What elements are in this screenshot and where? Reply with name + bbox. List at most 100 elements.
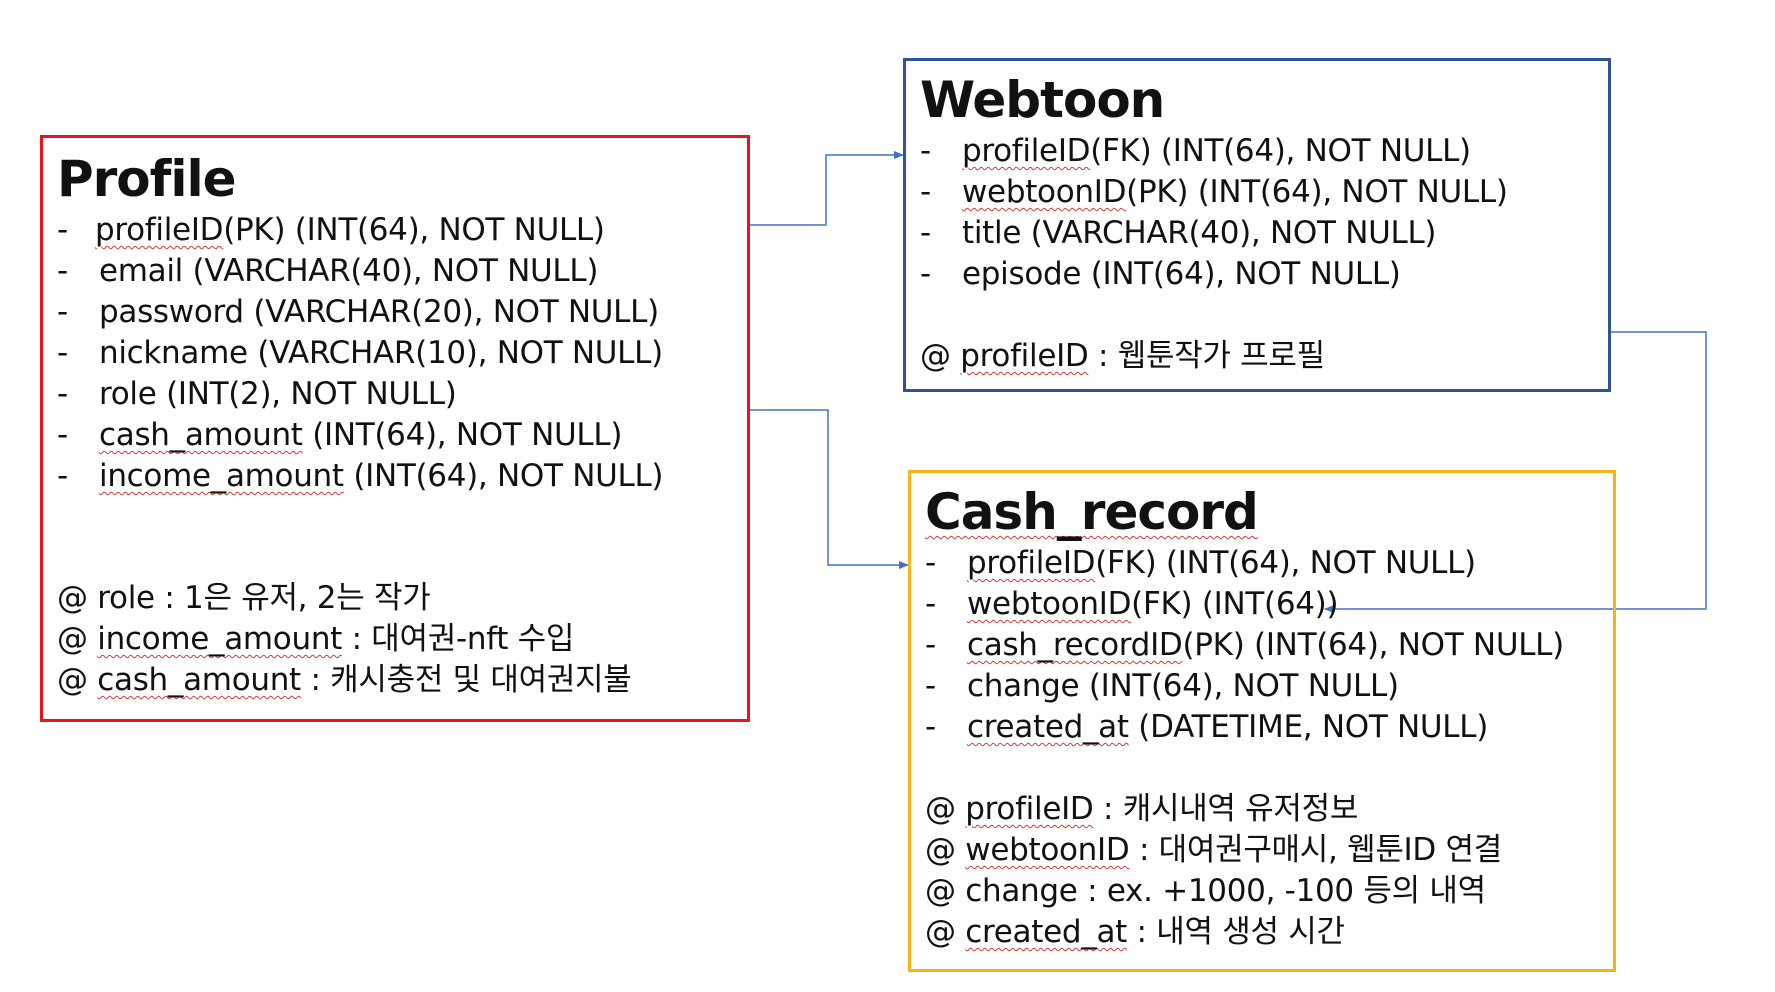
bullet-dash: - — [920, 133, 931, 169]
field-type: (DATETIME, NOT NULL) — [1128, 709, 1489, 745]
profile-field-row: - income_amount (INT(64), NOT NULL) — [57, 461, 737, 495]
note-field-name: change — [965, 873, 1078, 909]
cash-record-note: @ change : ex. +1000, -100 등의 내역 — [925, 876, 1486, 907]
note-prefix: @ — [57, 580, 98, 616]
webtoon-table: Webtoon - profileID(FK) (INT(64), NOT NU… — [903, 58, 1611, 392]
note-text: : 1은 유저, 2는 작가 — [154, 580, 431, 616]
note-prefix: @ — [925, 914, 966, 950]
field-name: role — [99, 376, 157, 412]
bullet-dash: - — [925, 627, 936, 663]
field-name: created_at — [967, 709, 1129, 745]
cash-record-note: @ created_at : 내역 생성 시간 — [925, 917, 1345, 948]
webtoon-field-row: - title (VARCHAR(40), NOT NULL) — [920, 218, 1600, 252]
note-field-name: cash_amount — [97, 662, 301, 698]
note-text: : 캐시충전 및 대여권지불 — [300, 662, 632, 698]
field-name: cash_amount — [99, 417, 303, 453]
field-type: (PK) (INT(64), NOT NULL) — [223, 212, 605, 248]
cash-record-field-row: - created_at (DATETIME, NOT NULL) — [925, 712, 1605, 746]
profile-field-row: - role (INT(2), NOT NULL) — [57, 379, 737, 413]
note-prefix: @ — [925, 873, 966, 909]
profile-field-row: - nickname (VARCHAR(10), NOT NULL) — [57, 338, 737, 372]
note-prefix: @ — [57, 621, 98, 657]
field-type: (PK) (INT(64), NOT NULL) — [1126, 174, 1508, 210]
field-type: (INT(64), NOT NULL) — [343, 458, 664, 494]
bullet-dash: - — [57, 376, 68, 412]
bullet-dash: - — [920, 215, 931, 251]
cash-record-note: @ webtoonID : 대여권구매시, 웹툰ID 연결 — [925, 835, 1502, 866]
field-name: income_amount — [99, 458, 344, 494]
cash-record-field-row: - webtoonID(FK) (INT(64)) — [925, 589, 1605, 623]
profile-table-title: Profile — [57, 150, 237, 208]
bullet-dash: - — [920, 256, 931, 292]
bullet-dash: - — [925, 668, 936, 704]
field-type: (FK) (INT(64), NOT NULL) — [1090, 133, 1471, 169]
bullet-dash: - — [57, 212, 68, 248]
note-text: : 대여권-nft 수입 — [342, 621, 575, 657]
field-type: (VARCHAR(10), NOT NULL) — [247, 335, 663, 371]
field-name: password — [99, 294, 244, 330]
bullet-dash: - — [57, 294, 68, 330]
field-type: (VARCHAR(40), NOT NULL) — [183, 253, 599, 289]
cash-record-field-row: - cash_recordID(PK) (INT(64), NOT NULL) — [925, 630, 1605, 664]
field-type: (INT(64), NOT NULL) — [302, 417, 623, 453]
cash-record-table: Cash_record - profileID(FK) (INT(64), NO… — [908, 470, 1616, 972]
note-field-name: profileID — [960, 338, 1089, 374]
field-name: title — [962, 215, 1022, 251]
bullet-dash: - — [925, 586, 936, 622]
field-name: profileID — [962, 133, 1091, 169]
connector-profile-to-cash-record — [750, 409, 909, 569]
note-field-name: profileID — [965, 791, 1094, 827]
field-name: episode — [962, 256, 1082, 292]
profile-note: @ cash_amount : 캐시충전 및 대여권지불 — [57, 662, 632, 698]
webtoon-field-row: - webtoonID(PK) (INT(64), NOT NULL) — [920, 177, 1600, 211]
field-name: change — [967, 668, 1080, 704]
webtoon-field-row: - profileID(FK) (INT(64), NOT NULL) — [920, 136, 1600, 170]
profile-field-row: - profileID(PK) (INT(64), NOT NULL) — [57, 215, 737, 249]
bullet-dash: - — [57, 335, 68, 371]
note-text: : 내역 생성 시간 — [1127, 914, 1345, 950]
field-type: (FK) (INT(64)) — [1131, 586, 1339, 622]
bullet-dash: - — [925, 545, 936, 581]
note-text: : 대여권구매시, 웹툰ID 연결 — [1129, 832, 1502, 868]
note-text: : 웹툰작가 프로필 — [1088, 338, 1325, 374]
profile-table: Profile - profileID(PK) (INT(64), NOT NU… — [40, 135, 750, 722]
note-field-name: role — [97, 580, 155, 616]
note-text: : ex. +1000, -100 등의 내역 — [1077, 873, 1486, 909]
note-prefix: @ — [925, 791, 966, 827]
note-field-name: webtoonID — [965, 832, 1130, 868]
note-prefix: @ — [920, 338, 961, 374]
field-name: cash_recordID — [967, 627, 1183, 663]
field-name: webtoonID — [967, 586, 1132, 622]
bullet-dash: - — [925, 709, 936, 745]
field-type: (VARCHAR(40), NOT NULL) — [1021, 215, 1437, 251]
profile-note: @ role : 1은 유저, 2는 작가 — [57, 580, 431, 616]
profile-field-row: - cash_amount (INT(64), NOT NULL) — [57, 420, 737, 454]
connector-profile-to-webtoon — [750, 151, 904, 226]
cash-record-table-title: Cash_record — [925, 483, 1259, 541]
field-type: (PK) (INT(64), NOT NULL) — [1182, 627, 1564, 663]
bullet-dash: - — [57, 417, 68, 453]
field-type: (INT(2), NOT NULL) — [156, 376, 457, 412]
field-name: webtoonID — [962, 174, 1127, 210]
cash-record-field-row: - change (INT(64), NOT NULL) — [925, 671, 1605, 705]
field-name: profileID — [95, 212, 224, 248]
note-field-name: created_at — [965, 914, 1127, 950]
note-prefix: @ — [57, 662, 98, 698]
field-name: email — [99, 253, 183, 289]
note-text: : 캐시내역 유저정보 — [1093, 791, 1359, 827]
profile-field-row: - password (VARCHAR(20), NOT NULL) — [57, 297, 737, 331]
profile-note: @ income_amount : 대여권-nft 수입 — [57, 624, 574, 655]
bullet-dash: - — [920, 174, 931, 210]
field-type: (VARCHAR(20), NOT NULL) — [243, 294, 659, 330]
field-name: profileID — [967, 545, 1096, 581]
field-name: nickname — [99, 335, 248, 371]
cash-record-field-row: - profileID(FK) (INT(64), NOT NULL) — [925, 548, 1605, 582]
bullet-dash: - — [57, 253, 68, 289]
webtoon-field-row: - episode (INT(64), NOT NULL) — [920, 259, 1600, 293]
field-type: (INT(64), NOT NULL) — [1079, 668, 1399, 704]
webtoon-note: @ profileID : 웹툰작가 프로필 — [920, 341, 1325, 372]
connector-webtoon-to-cash-record — [1324, 331, 1707, 613]
note-field-name: income_amount — [97, 621, 343, 657]
field-type: (INT(64), NOT NULL) — [1081, 256, 1401, 292]
